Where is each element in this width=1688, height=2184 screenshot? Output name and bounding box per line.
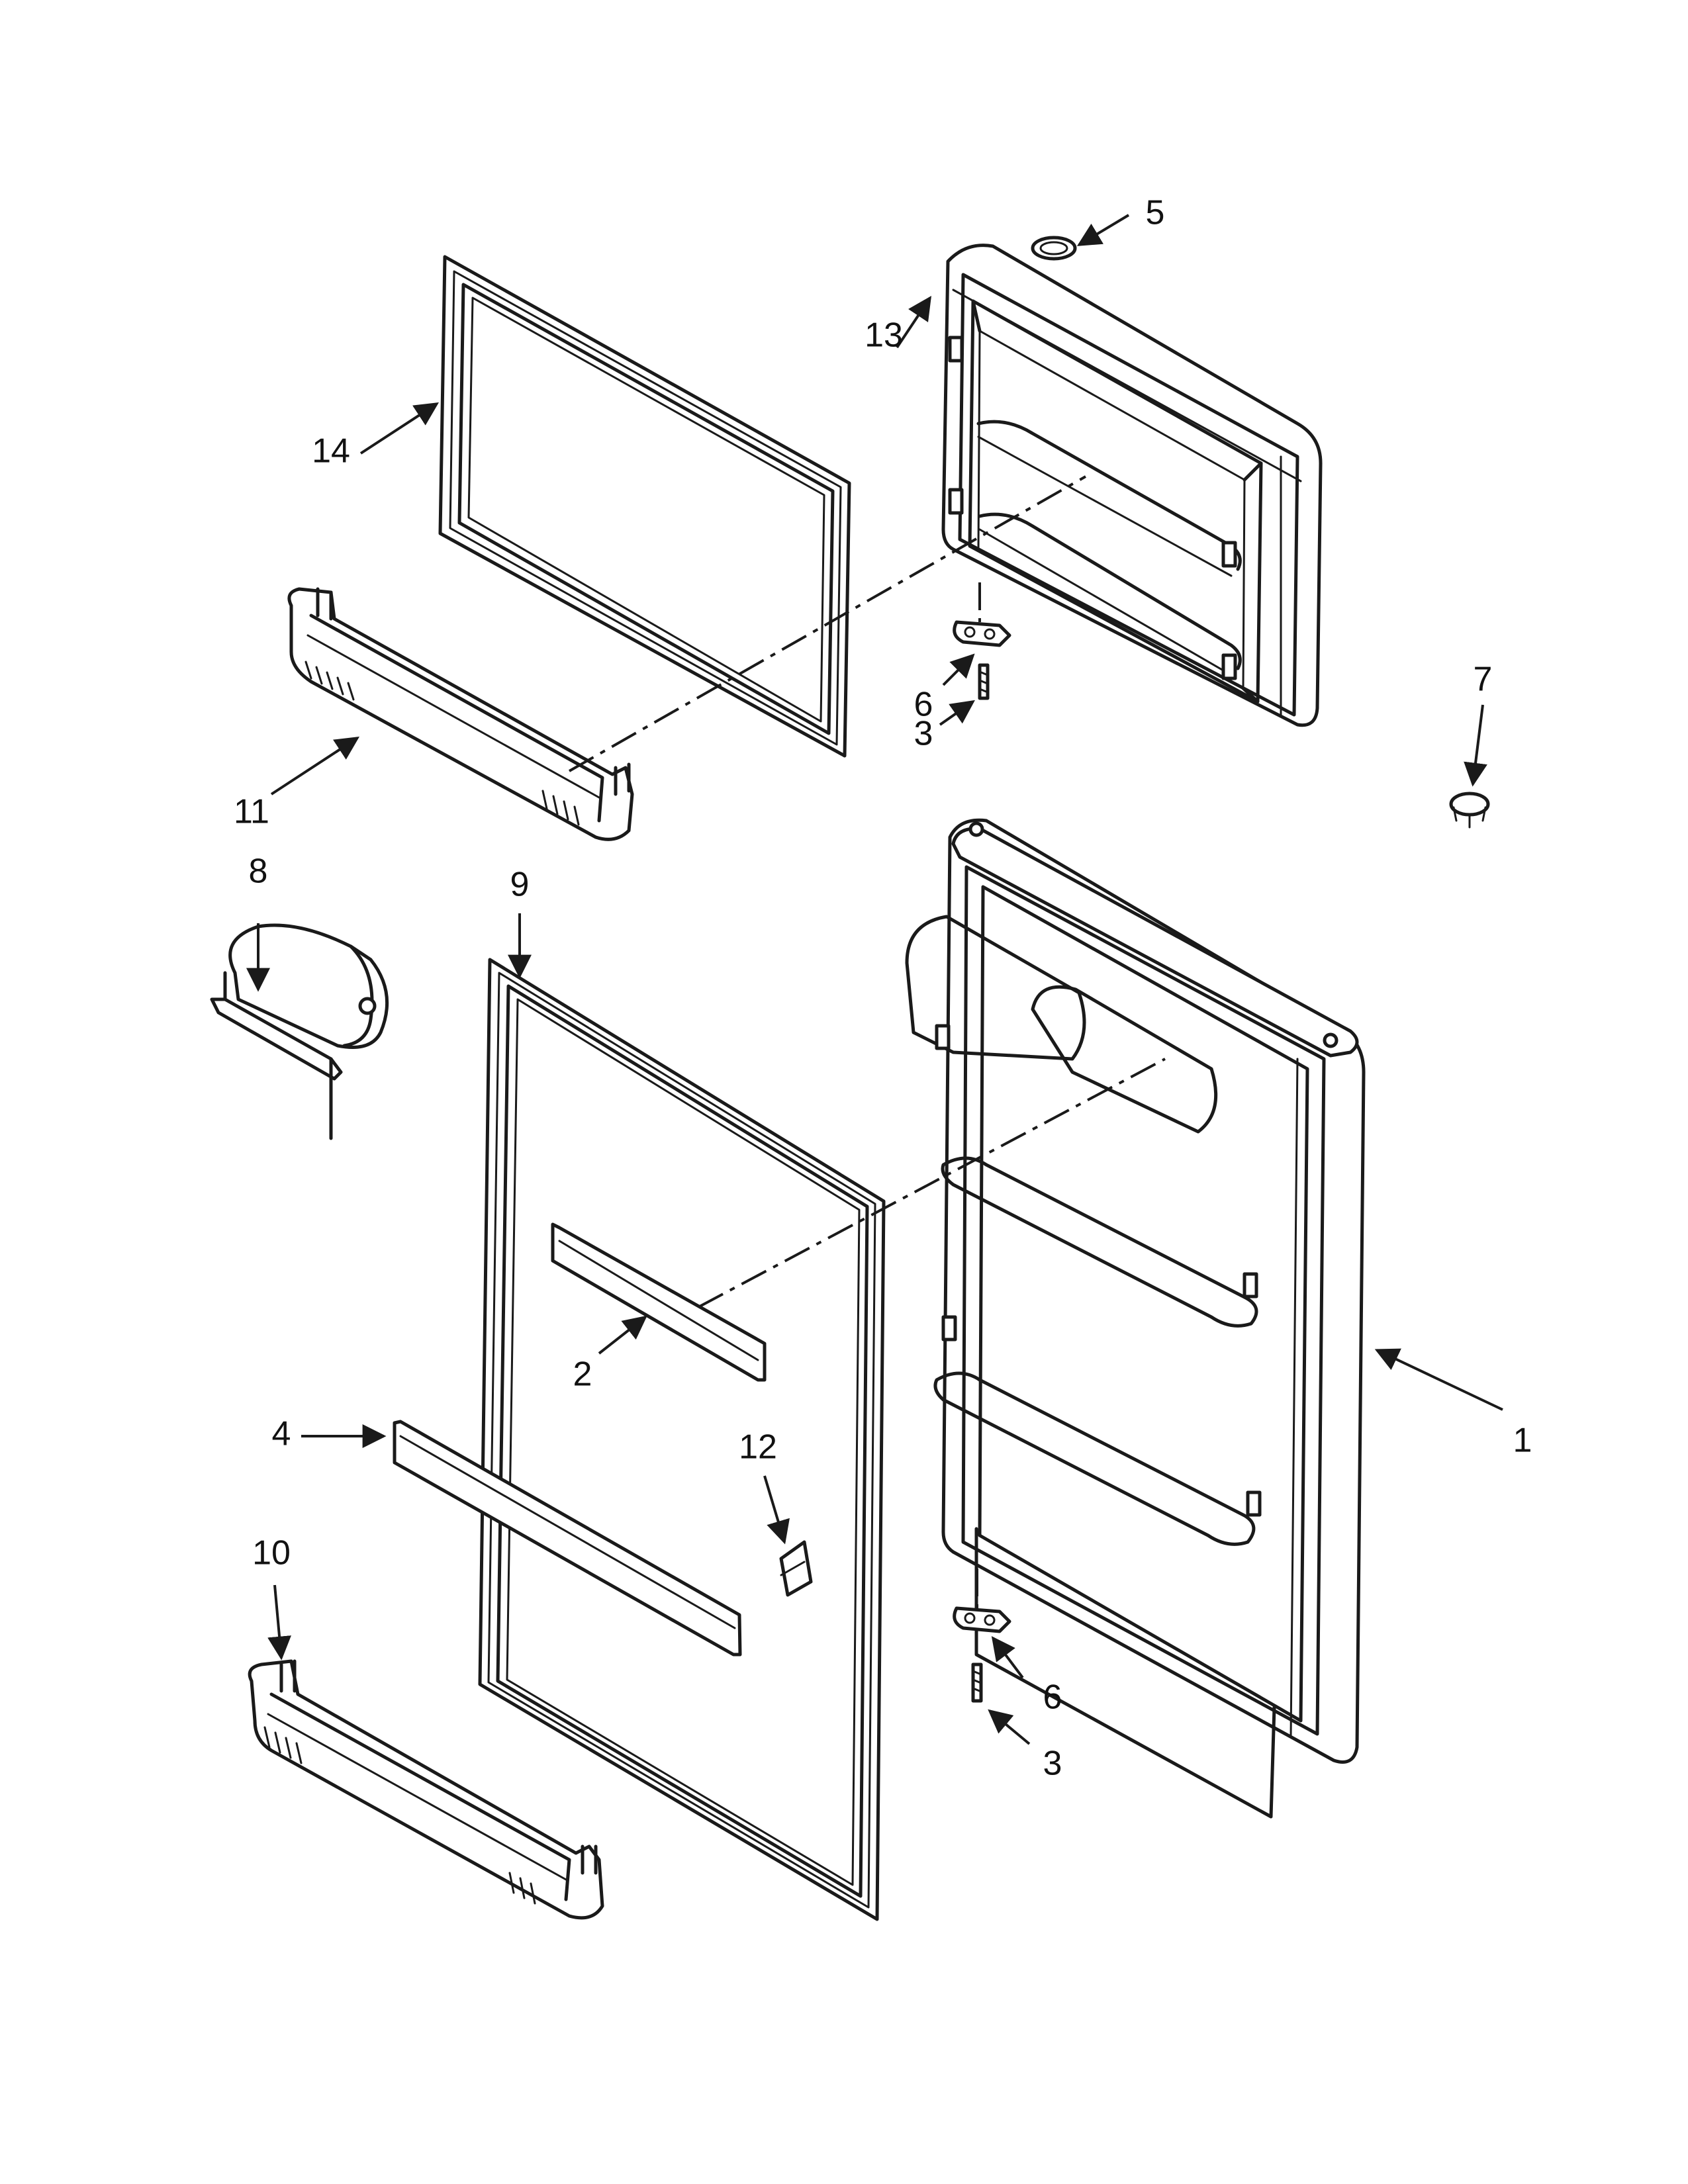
freezer-door-bin <box>287 587 634 841</box>
leader-arrows <box>246 214 1503 1745</box>
callout-4: 4 <box>272 1415 291 1453</box>
upper-hinge-screw <box>978 663 990 700</box>
callout-14: 14 <box>312 432 350 471</box>
door-top-plug <box>1031 236 1077 261</box>
assembly-lines <box>569 475 1166 1608</box>
upper-hinge-bracket <box>953 620 1011 647</box>
callout-2: 2 <box>573 1355 592 1394</box>
freezer-door <box>941 236 1323 727</box>
callout-12: 12 <box>739 1428 777 1467</box>
hole-plug <box>1449 792 1490 829</box>
callout-1: 1 <box>1513 1422 1532 1460</box>
callout-8: 8 <box>249 852 268 891</box>
fresh-food-door-bin <box>248 1659 604 1920</box>
callout-7: 7 <box>1474 660 1493 699</box>
door-trim-upper <box>551 1222 767 1382</box>
callout-labels: 1 2 3 3 4 5 6 6 7 8 9 10 11 12 13 14 <box>234 194 1532 1783</box>
dairy-door <box>210 923 389 1140</box>
callout-13: 13 <box>865 316 903 355</box>
callout-10: 10 <box>252 1534 291 1572</box>
callout-3-lower: 3 <box>1043 1745 1062 1783</box>
lower-hinge-bracket <box>953 1606 1011 1633</box>
fresh-food-door <box>905 818 1366 1819</box>
freezer-door-gasket <box>438 255 851 758</box>
lower-hinge-screw <box>971 1662 983 1703</box>
callout-5: 5 <box>1146 194 1165 232</box>
callout-6-lower: 6 <box>1043 1678 1062 1717</box>
fresh-food-door-gasket <box>478 958 886 1921</box>
callout-11: 11 <box>234 793 269 831</box>
callout-3-upper: 3 <box>914 715 933 753</box>
door-trim-lower <box>393 1420 742 1657</box>
door-clip <box>779 1540 813 1597</box>
callout-9: 9 <box>510 866 530 904</box>
callout-6-upper: 6 <box>914 686 933 724</box>
